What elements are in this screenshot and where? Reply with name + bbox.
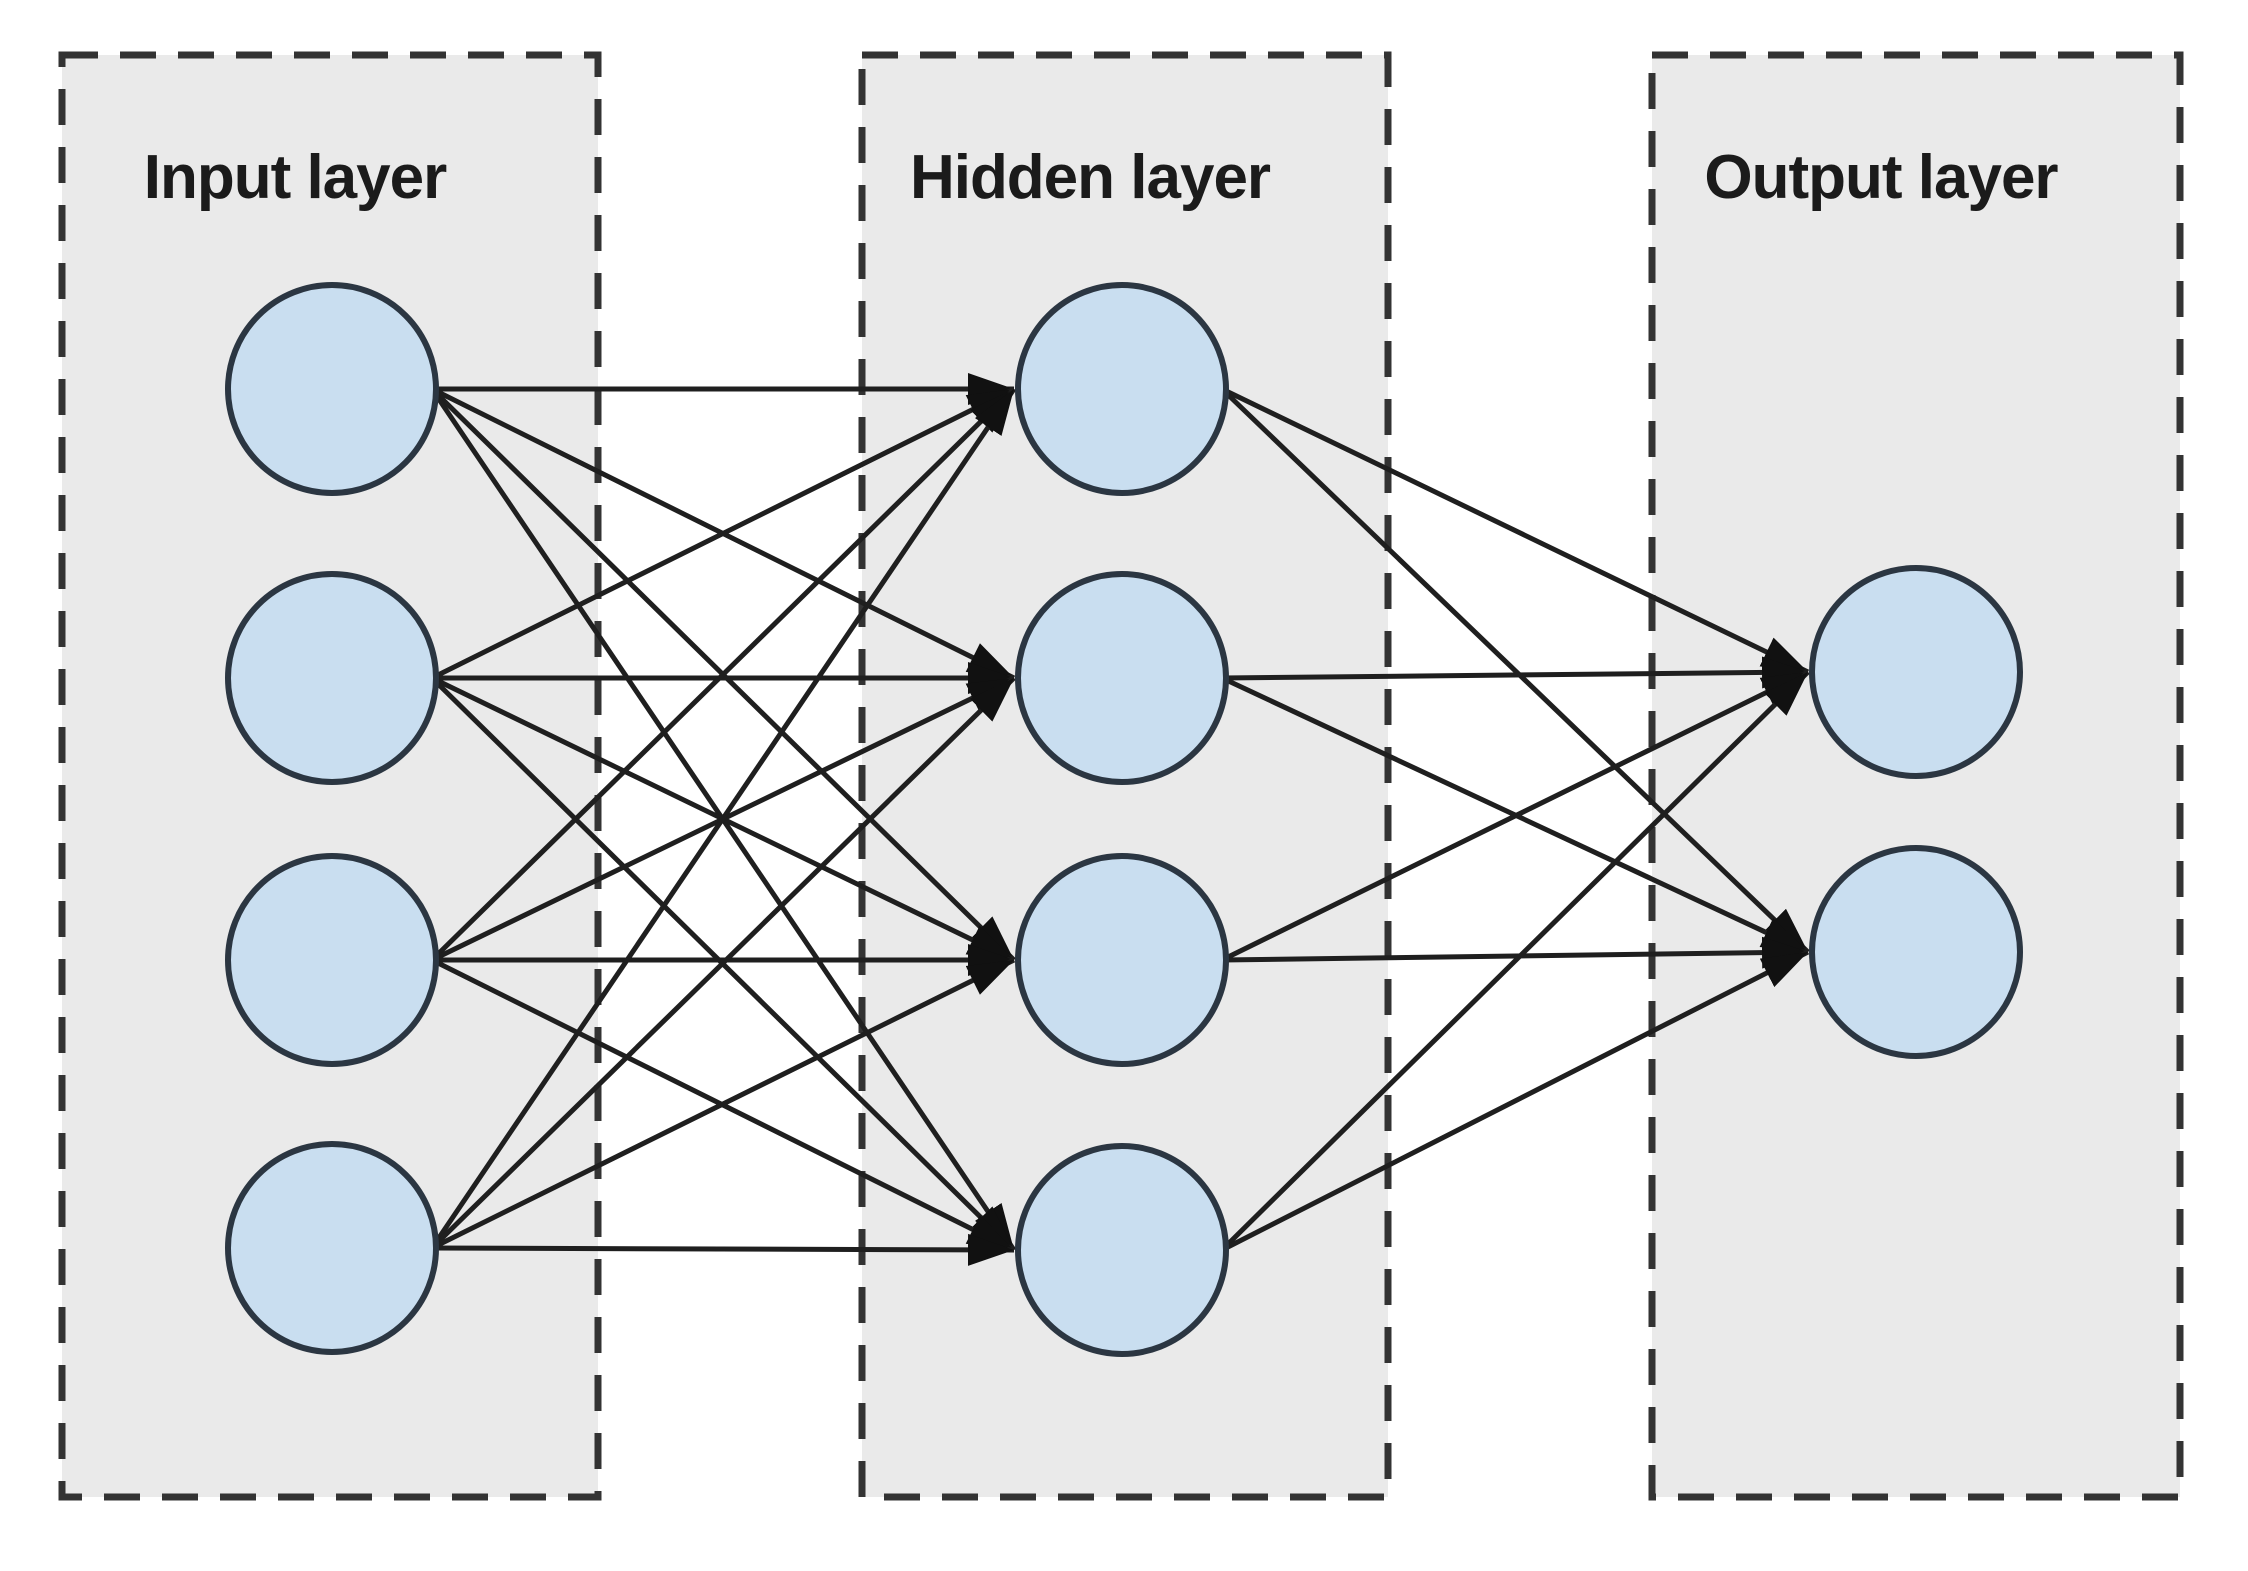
output-node-1 [1809,565,2023,779]
edge-input4-hidden1 [429,387,1017,1250]
hidden-layer-label: Hidden layer [910,143,1271,212]
edge-hidden3-output2 [1221,936,1809,969]
input-node-2 [225,571,439,785]
edge-input4-hidden4 [431,1233,1015,1266]
input-node-3 [225,853,439,1067]
edge-input2-hidden1 [430,386,1016,681]
hidden-node-1 [1015,282,1229,496]
output-layer-label: Output layer [1704,143,2058,212]
output-node-2 [1809,845,2023,1059]
input-node-1 [225,282,439,496]
edge-input4-hidden3 [430,957,1016,1251]
edge-input4-hidden2 [430,676,1016,1250]
input-layer-label: Input layer [144,143,447,212]
input-node-4 [225,1141,439,1355]
nodes-group [225,282,2023,1357]
hidden-node-2 [1015,571,1229,785]
edge-hidden2-output1 [1221,656,1809,689]
edge-hidden3-output1 [1220,669,1810,963]
edge-hidden4-output2 [1220,949,1810,1253]
edge-hidden1-output1 [1220,386,1810,675]
connections-group [429,373,1810,1266]
edge-hidden4-output1 [1220,670,1810,1252]
edge-hidden1-output2 [1220,387,1810,954]
edge-input3-hidden1 [430,387,1016,962]
hidden-node-3 [1015,853,1229,1067]
hidden-node-4 [1015,1143,1229,1357]
